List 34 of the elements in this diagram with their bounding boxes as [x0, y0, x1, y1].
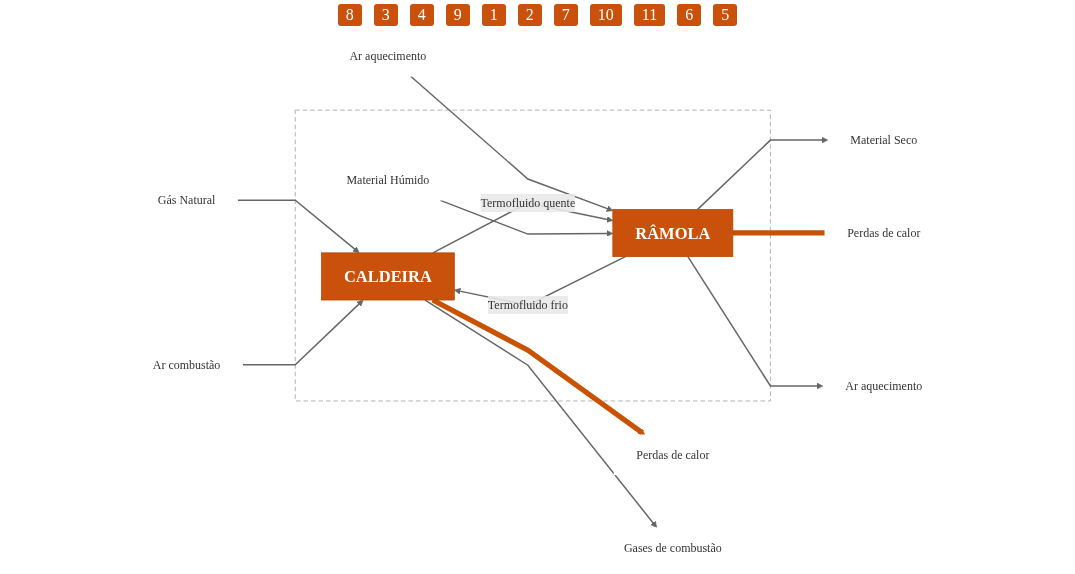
callout-number: 6 [677, 4, 702, 26]
edge-label: Termofluido quente [480, 196, 576, 210]
callout-number: 5 [713, 4, 738, 26]
node-text: Ar aquecimento [349, 49, 427, 63]
callout-number: 2 [517, 4, 542, 26]
callout-number: 9 [445, 4, 470, 26]
arrow [439, 199, 614, 237]
callout-number: 10 [589, 4, 622, 26]
callout-number: 4 [409, 4, 434, 26]
arrow [431, 297, 646, 436]
arrow [237, 199, 360, 254]
node-text: Material Seco [850, 133, 918, 147]
arrow [242, 299, 364, 366]
callout-number: 8 [337, 4, 362, 26]
node-text: Gás Natural [157, 193, 216, 207]
node-text: Material Húmido [346, 173, 430, 187]
callout-number: 7 [553, 4, 578, 26]
connector [732, 230, 825, 236]
node-box: CALDEIRA [321, 252, 455, 301]
arrow [424, 299, 658, 528]
node-text: Perdas de calor [847, 226, 921, 239]
arrow [410, 75, 614, 212]
node-text: Perdas de calor [636, 448, 710, 461]
edge-label: Termofluido frio [487, 298, 568, 312]
cluster [294, 109, 771, 402]
arrow [687, 255, 824, 390]
node-text: Ar combustão [152, 358, 221, 371]
callout-number: 3 [373, 4, 398, 26]
node-text: Ar aquecimento [845, 379, 923, 392]
callout-number: 11 [633, 4, 666, 26]
arrow [696, 136, 829, 211]
node-box: RÂMOLA [612, 209, 734, 257]
callout-number: 1 [481, 4, 506, 26]
node-text: Gases de combustão [623, 541, 722, 554]
